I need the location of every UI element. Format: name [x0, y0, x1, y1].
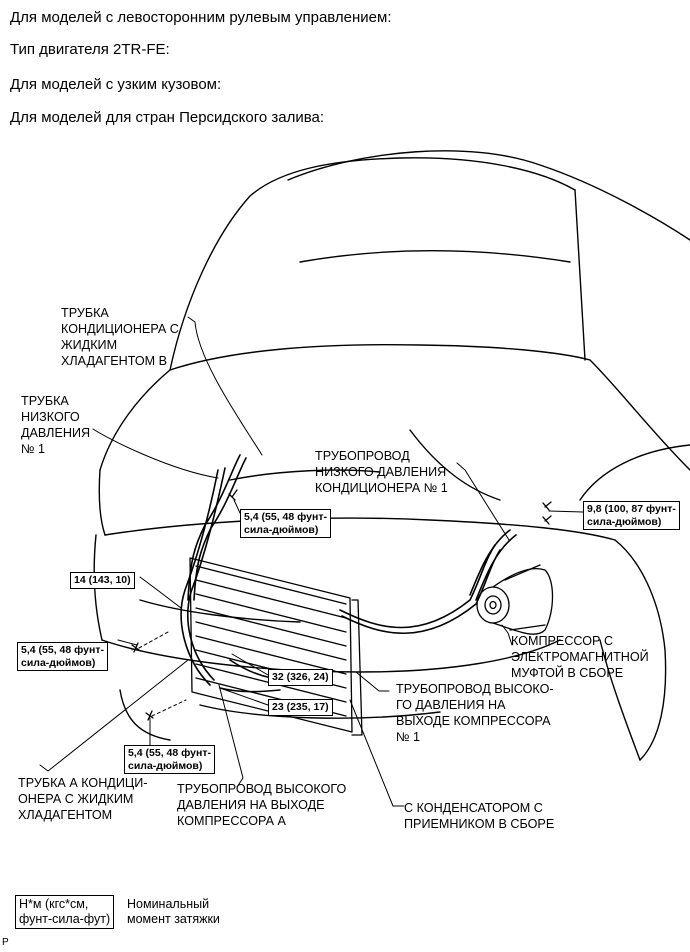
header-line-2: Тип двигателя 2TR-FE:: [10, 41, 170, 58]
torque-box-5: 32 (326, 24): [268, 669, 333, 686]
torque-box-2: 9,8 (100, 87 фунт- сила-дюймов): [583, 501, 680, 530]
label-liquid-pipe-a: ТРУБКА А КОНДИЦИ- ОНЕРА С ЖИДКИМ ХЛАДАГЕ…: [18, 776, 148, 822]
legend-unit-box: Н*м (кгс*см, фунт-сила-фут): [15, 895, 115, 929]
label-liquid-pipe-b: ТРУБКА КОНДИЦИОНЕРА С ЖИДКИМ ХЛАДАГЕНТОМ…: [61, 306, 179, 368]
label-discharge-line-a: ТРУБОПРОВОД ВЫСОКОГО ДАВЛЕНИЯ НА ВЫХОДЕ …: [177, 782, 347, 828]
torque-box-1: 5,4 (55, 48 фунт- сила-дюймов): [240, 509, 331, 538]
refrigerant-pipes: [180, 454, 517, 693]
label-compressor: КОМПРЕССОР С ЭЛЕКТРОМАГНИТНОЙ МУФТОЙ В С…: [511, 634, 649, 680]
bolts: [131, 489, 552, 721]
torque-box-3: 14 (143, 10): [70, 572, 135, 589]
torque-box-4: 5,4 (55, 48 фунт- сила-дюймов): [17, 642, 108, 671]
label-low-pressure-pipe-1: ТРУБКА НИЗКОГО ДАВЛЕНИЯ № 1: [21, 394, 91, 456]
torque-box-6: 23 (235, 17): [268, 699, 333, 716]
label-discharge-line-1: ТРУБОПРОВОД ВЫСОКО- ГО ДАВЛЕНИЯ НА ВЫХОД…: [396, 682, 554, 744]
header-line-1: Для моделей с левосторонним рулевым упра…: [10, 9, 392, 26]
corner-mark: P: [2, 937, 9, 948]
label-low-pressure-line-1: ТРУБОПРОВОД НИЗКОГО ДАВЛЕНИЯ КОНДИЦИОНЕР…: [315, 449, 448, 495]
bolt-dashes: [138, 631, 187, 717]
label-condenser: С КОНДЕНСАТОРОМ С ПРИЕМНИКОМ В СБОРЕ: [404, 801, 555, 831]
leader-lines: [39, 316, 584, 807]
torque-box-7: 5,4 (55, 48 фунт- сила-дюймов): [124, 745, 215, 774]
header-line-4: Для моделей для стран Персидского залива…: [10, 109, 325, 126]
header-line-3: Для моделей с узким кузовом:: [10, 76, 222, 93]
legend-description: Номинальный момент затяжки: [127, 897, 220, 926]
compressor-body: [476, 564, 554, 635]
